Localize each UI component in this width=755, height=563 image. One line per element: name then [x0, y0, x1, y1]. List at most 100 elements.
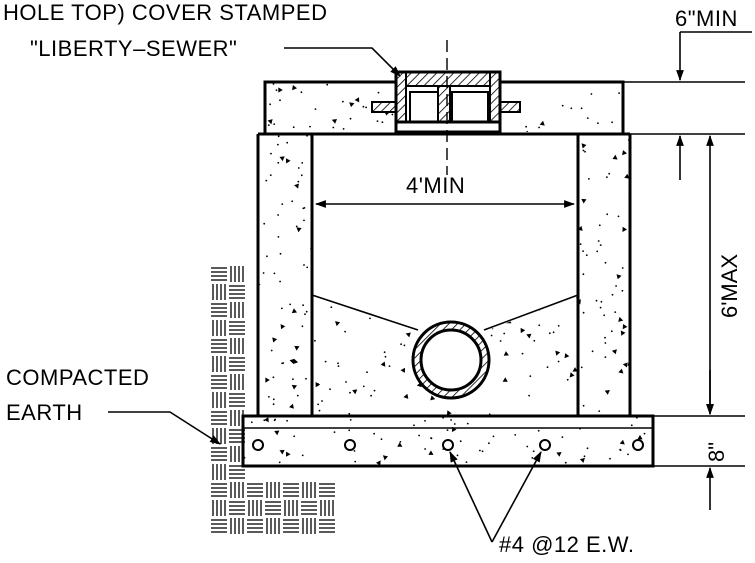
concrete-speckle: [521, 352, 524, 355]
concrete-speckle: [490, 334, 493, 337]
concrete-speckle: [342, 127, 345, 130]
concrete-aggregate: [278, 87, 283, 93]
concrete-speckle: [365, 106, 367, 109]
concrete-speckle: [297, 180, 300, 183]
concrete-speckle: [604, 356, 607, 358]
concrete-speckle: [583, 455, 586, 458]
concrete-speckle: [250, 211, 252, 214]
concrete-speckle: [568, 212, 571, 214]
concrete-speckle: [388, 365, 391, 367]
concrete-aggregate: [539, 120, 545, 126]
concrete-speckle: [532, 307, 535, 309]
bench-invert-right: [483, 294, 579, 331]
concrete-speckle: [528, 394, 530, 397]
concrete-speckle: [243, 159, 246, 162]
concrete-speckle: [555, 215, 557, 218]
concrete-aggregate: [510, 301, 516, 306]
concrete-aggregate: [364, 227, 370, 233]
concrete-speckle: [643, 328, 646, 330]
concrete-speckle: [401, 220, 404, 223]
concrete-speckle: [508, 180, 510, 183]
rebar-leader-left: [449, 451, 493, 543]
concrete-aggregate: [483, 216, 489, 222]
concrete-speckle: [618, 92, 620, 94]
concrete-speckle: [246, 211, 249, 214]
concrete-speckle: [532, 450, 535, 453]
concrete-speckle: [438, 240, 440, 243]
concrete-speckle: [297, 167, 300, 169]
concrete-speckle: [480, 138, 483, 140]
concrete-speckle: [293, 435, 296, 438]
concrete-speckle: [430, 150, 433, 153]
concrete-speckle: [277, 143, 279, 146]
concrete-speckle: [643, 432, 646, 435]
concrete-aggregate: [503, 351, 509, 356]
concrete-speckle: [450, 460, 453, 463]
concrete-speckle: [291, 200, 294, 203]
concrete-aggregate: [502, 233, 509, 238]
concrete-aggregate: [564, 145, 570, 151]
concrete-speckle: [627, 115, 629, 118]
concrete-aggregate: [618, 368, 624, 374]
concrete-speckle: [279, 99, 281, 102]
concrete-speckle: [272, 403, 275, 406]
concrete-speckle: [475, 152, 478, 155]
concrete-speckle: [421, 271, 424, 274]
concrete-speckle: [279, 280, 281, 283]
concrete-speckle: [479, 449, 481, 452]
concrete-speckle: [640, 294, 643, 296]
concrete-speckle: [243, 202, 245, 204]
concrete-speckle: [376, 120, 379, 122]
concrete-speckle: [326, 83, 329, 86]
concrete-speckle: [582, 311, 585, 314]
concrete-speckle: [481, 450, 484, 453]
concrete-speckle: [582, 149, 585, 152]
concrete-aggregate: [645, 259, 650, 265]
concrete-speckle: [456, 454, 459, 457]
concrete-speckle: [467, 279, 469, 282]
concrete-aggregate: [394, 287, 400, 293]
concrete-aggregate: [564, 353, 570, 359]
concrete-aggregate: [611, 349, 617, 355]
concrete-speckle: [243, 143, 245, 146]
concrete-speckle: [506, 212, 509, 215]
concrete-speckle: [292, 126, 295, 129]
concrete-aggregate: [549, 298, 554, 304]
concrete-aggregate: [258, 104, 264, 110]
concrete-speckle: [314, 263, 317, 266]
concrete-speckle: [611, 293, 614, 296]
concrete-speckle: [344, 330, 346, 333]
concrete-speckle: [300, 174, 303, 177]
concrete-speckle: [586, 117, 589, 119]
concrete-speckle: [318, 409, 321, 412]
concrete-speckle: [441, 257, 444, 259]
concrete-speckle: [383, 351, 386, 354]
concrete-speckle: [596, 250, 599, 253]
concrete-speckle: [557, 360, 560, 363]
concrete-speckle: [400, 343, 402, 346]
concrete-aggregate: [280, 324, 286, 330]
concrete-speckle: [615, 285, 617, 287]
concrete-speckle: [555, 263, 558, 266]
concrete-speckle: [373, 248, 376, 251]
concrete-speckle: [336, 167, 339, 170]
concrete-speckle: [546, 366, 549, 369]
concrete-speckle: [279, 252, 282, 255]
concrete-aggregate: [647, 91, 653, 97]
concrete-speckle: [608, 172, 611, 175]
concrete-speckle: [465, 171, 467, 174]
concrete-speckle: [277, 214, 279, 216]
cover-note-line2: "LIBERTY–SEWER": [30, 36, 237, 61]
concrete-speckle: [250, 421, 253, 424]
concrete-aggregate: [413, 165, 418, 171]
concrete-speckle: [548, 332, 551, 335]
concrete-speckle: [458, 315, 460, 318]
concrete-speckle: [413, 289, 415, 291]
concrete-aggregate: [380, 361, 386, 367]
concrete-speckle: [430, 437, 432, 439]
concrete-aggregate: [514, 158, 520, 164]
concrete-aggregate: [493, 172, 499, 178]
frame-and-cover: [371, 70, 521, 134]
concrete-speckle: [332, 126, 335, 129]
concrete-speckle: [646, 331, 648, 334]
